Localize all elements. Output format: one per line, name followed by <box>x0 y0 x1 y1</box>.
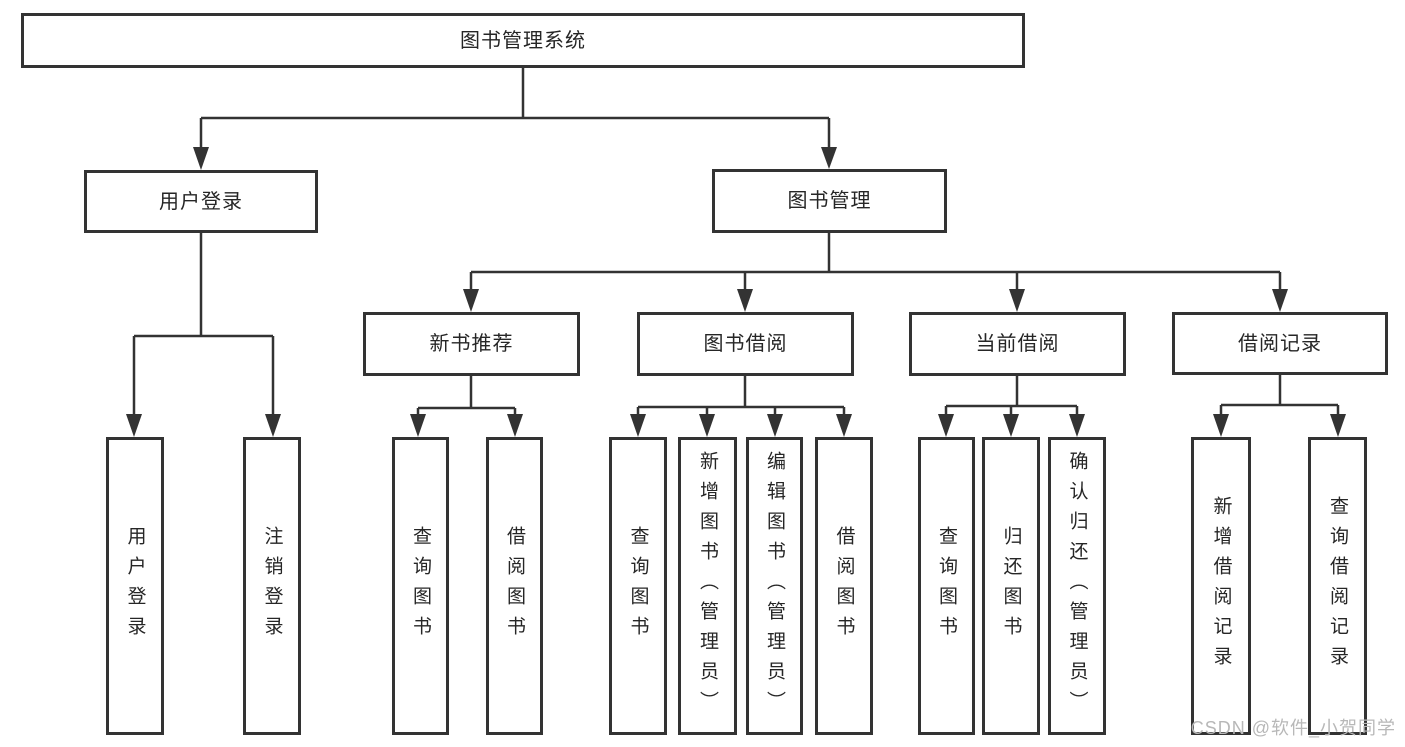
connector-borrow-records-branch <box>1213 375 1346 437</box>
node-cb-confirm-return-label: 确认归还（管理员） <box>1066 451 1088 721</box>
node-book-mgmt-label: 图书管理 <box>787 190 872 212</box>
node-book-borrow: 图书借阅 <box>637 312 854 376</box>
node-rec-borrow-books: 借阅图书 <box>486 437 543 735</box>
node-bb-borrow-books: 借阅图书 <box>815 437 873 735</box>
node-book-mgmt: 图书管理 <box>712 169 947 233</box>
node-new-book-rec: 新书推荐 <box>363 312 580 376</box>
connector-root-branch <box>193 68 837 170</box>
node-rec-borrow-books-label: 借阅图书 <box>504 526 525 646</box>
node-bb-query-books-label: 查询图书 <box>627 526 649 646</box>
connector-book-mgmt-branch <box>463 233 1288 312</box>
node-book-borrow-label: 图书借阅 <box>703 333 788 355</box>
node-rec-query-books-label: 查询图书 <box>410 526 431 646</box>
connector-current-borrow-branch <box>938 376 1085 437</box>
connector-arrowhead <box>410 414 426 437</box>
node-root-label: 图书管理系统 <box>460 29 586 52</box>
connector-arrowhead <box>821 147 837 169</box>
watermark-text: CSDN @软件_小贺同学 <box>1190 718 1396 738</box>
node-cb-confirm-return: 确认归还（管理员） <box>1048 437 1106 735</box>
connector-new-book-rec-branch <box>410 376 523 437</box>
node-bb-add-books-label: 新增图书（管理员） <box>697 451 718 721</box>
connector-arrowhead <box>1213 414 1229 437</box>
node-bb-query-books: 查询图书 <box>609 437 667 735</box>
connector-arrowhead <box>126 414 142 437</box>
connector-arrowhead <box>1009 289 1025 312</box>
connector-book-borrow-branch <box>630 376 852 437</box>
node-leaf-logout: 注销登录 <box>243 437 301 735</box>
connector-arrowhead <box>265 414 281 437</box>
node-current-borrow: 当前借阅 <box>909 312 1126 376</box>
connector-arrowhead <box>767 414 783 437</box>
node-user-login-label: 用户登录 <box>159 190 243 213</box>
node-current-borrow-label: 当前借阅 <box>975 333 1060 355</box>
node-rec-query-books: 查询图书 <box>392 437 449 735</box>
connector-arrowhead <box>193 147 209 170</box>
node-bb-edit-books: 编辑图书（管理员） <box>746 437 803 735</box>
node-cb-return-books: 归还图书 <box>982 437 1040 735</box>
node-bb-add-books: 新增图书（管理员） <box>678 437 737 735</box>
connector-arrowhead <box>938 414 954 437</box>
connector-arrowhead <box>630 414 646 437</box>
node-new-book-rec-label: 新书推荐 <box>429 333 514 355</box>
connector-arrowhead <box>836 414 852 437</box>
connector-arrowhead <box>1330 414 1346 437</box>
node-cb-query-books-label: 查询图书 <box>936 526 957 646</box>
node-leaf-user-login-label: 用户登录 <box>124 526 146 646</box>
connector-arrowhead <box>737 289 753 312</box>
connector-arrowhead <box>463 289 479 312</box>
connector-user-login-branch <box>126 233 281 437</box>
connector-arrowhead <box>1272 289 1288 312</box>
node-bb-borrow-books-label: 借阅图书 <box>833 526 855 646</box>
node-br-add-record-label: 新增借阅记录 <box>1210 496 1232 676</box>
connector-arrowhead <box>1003 414 1019 437</box>
node-cb-return-books-label: 归还图书 <box>1000 526 1022 646</box>
connector-arrowhead <box>699 414 715 437</box>
connector-arrowhead <box>507 414 523 437</box>
node-br-add-record: 新增借阅记录 <box>1191 437 1251 735</box>
node-user-login: 用户登录 <box>84 170 318 233</box>
connector-arrowhead <box>1069 414 1085 437</box>
node-leaf-user-login: 用户登录 <box>106 437 164 735</box>
node-borrow-records-label: 借阅记录 <box>1238 332 1322 355</box>
node-root: 图书管理系统 <box>21 13 1025 68</box>
node-br-query-record-label: 查询借阅记录 <box>1327 496 1348 676</box>
node-cb-query-books: 查询图书 <box>918 437 975 735</box>
node-br-query-record: 查询借阅记录 <box>1308 437 1367 735</box>
node-leaf-logout-label: 注销登录 <box>261 526 283 646</box>
node-bb-edit-books-label: 编辑图书（管理员） <box>764 451 785 721</box>
node-borrow-records: 借阅记录 <box>1172 312 1388 375</box>
